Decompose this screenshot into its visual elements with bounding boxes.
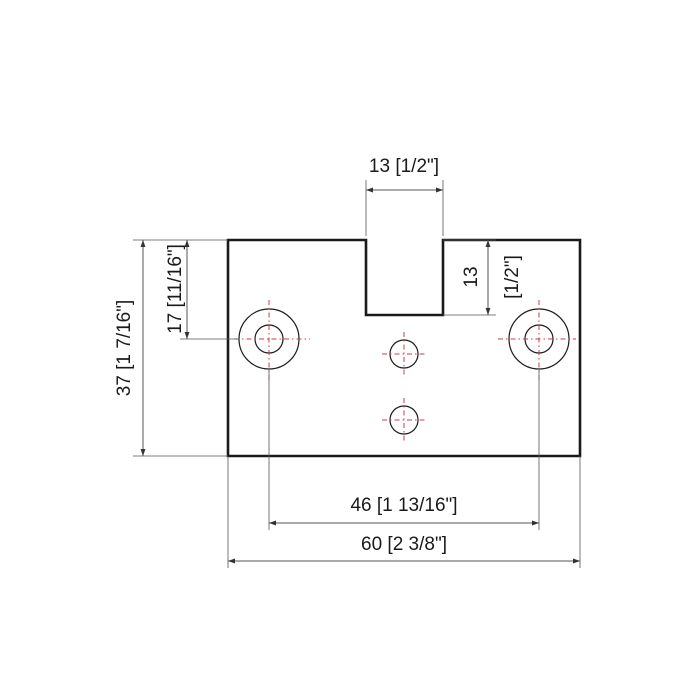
slot-depth-mm-label: 13 — [461, 266, 482, 287]
dim-slot-width: 13 [1/2"] — [365, 156, 444, 236]
slot-width-label: 13 [1/2"] — [369, 156, 439, 177]
dim-hole-offset: 17 [11/16"] — [165, 239, 239, 340]
dim-total-width: 60 [2 3/8"] — [227, 456, 581, 568]
slot-depth-in-label: [1/2"] — [502, 255, 523, 299]
total-width-label: 60 [2 3/8"] — [361, 534, 447, 555]
dim-hole-spacing: 46 [1 13/16"] — [268, 370, 540, 530]
dim-total-height: 37 [1 7/16"] — [114, 239, 228, 457]
total-height-label: 37 [1 7/16"] — [114, 300, 135, 397]
hole-spacing-label: 46 [1 13/16"] — [350, 495, 457, 516]
centerlines — [234, 300, 576, 442]
dim-slot-depth: 13 [1/2"] — [443, 239, 523, 316]
hole-offset-label: 17 [11/16"] — [165, 244, 186, 334]
